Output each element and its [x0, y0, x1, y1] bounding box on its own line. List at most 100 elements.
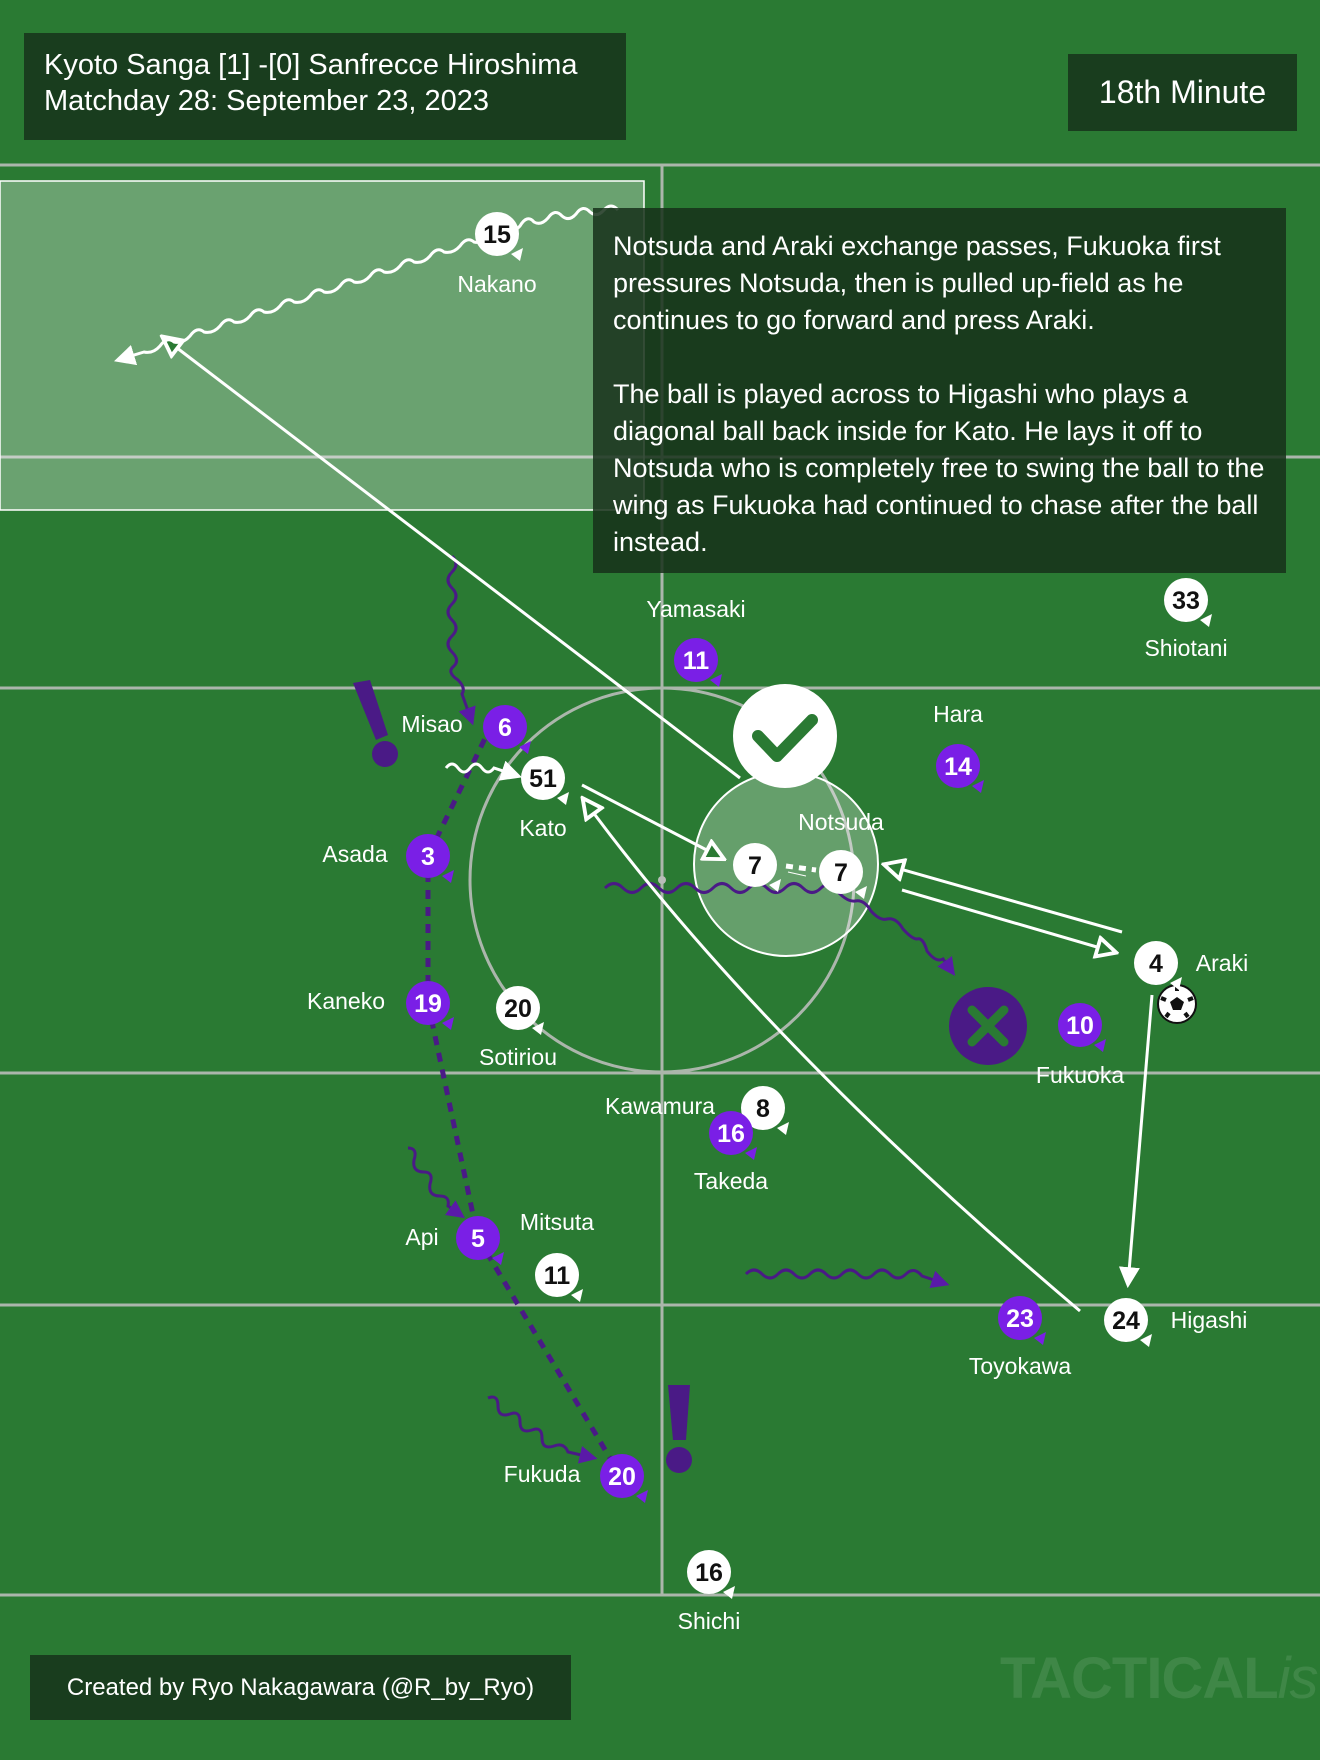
direction-pointer [777, 1122, 789, 1135]
player-marker [475, 212, 519, 256]
player-number: 24 [1112, 1307, 1140, 1335]
player-name: Hara [933, 701, 983, 727]
run-toyokawa [744, 1268, 950, 1288]
white-player-higashi: 24 Higashi [1104, 1298, 1247, 1347]
white-player-araki: 4 Araki [1134, 941, 1248, 990]
player-marker [1164, 578, 1208, 622]
run-fukuoka [603, 882, 956, 976]
check-circle-icon [733, 684, 837, 788]
player-marker [406, 834, 450, 878]
player-marker [1104, 1298, 1148, 1342]
player-number: 10 [1066, 1012, 1094, 1040]
player-marker [483, 705, 527, 749]
direction-pointer [1200, 614, 1212, 627]
player-name: Yamasaki [646, 596, 745, 622]
match-line: Kyoto Sanga [1] -[0] Sanfrecce Hiroshima [44, 49, 578, 81]
player-number: 11 [683, 647, 710, 675]
player-marker [496, 986, 540, 1030]
player-name: Kato [519, 815, 566, 841]
player-name: Fukuoka [1036, 1062, 1124, 1088]
run-api [407, 1146, 465, 1219]
player-marker [998, 1296, 1042, 1340]
player-number: 7 [834, 859, 848, 887]
purple-player-hara: 14 Hara [933, 701, 984, 793]
player-number: 16 [717, 1120, 745, 1148]
run-nakano [113, 204, 620, 366]
player-name: Fukuda [504, 1461, 581, 1487]
player-name: Kawamura [605, 1093, 715, 1119]
watermark-logo: TACTICALista [1000, 1645, 1320, 1712]
watermark-main: TACTICAL [1000, 1646, 1279, 1711]
exclamation-icon [666, 1385, 692, 1473]
player-name: Araki [1196, 950, 1248, 976]
player-number: 15 [483, 221, 511, 249]
direction-pointer [855, 886, 867, 899]
player-marker [1058, 1003, 1102, 1047]
player-number: 4 [1149, 950, 1163, 978]
description-box: Notsuda and Araki exchange passes, Fukuo… [593, 208, 1286, 573]
player-marker [687, 1550, 731, 1594]
player-number: 8 [756, 1095, 770, 1123]
direction-pointer [636, 1490, 648, 1503]
direction-pointer [745, 1147, 757, 1160]
minute-badge: 18th Minute [1068, 54, 1297, 131]
purple-marking-lines [425, 722, 625, 1480]
player-name: Kaneko [307, 988, 385, 1014]
player-number: 11 [544, 1262, 571, 1290]
direction-pointer [532, 1022, 544, 1035]
center-spot [658, 876, 666, 884]
description-paragraph-1: Notsuda and Araki exchange passes, Fukuo… [613, 231, 1221, 335]
direction-pointer [557, 792, 569, 805]
player-name: Misao [401, 711, 462, 737]
white-player-notsuda: 7 Notsuda [733, 809, 884, 892]
player-number: 5 [471, 1225, 485, 1253]
player-number: 3 [421, 843, 435, 871]
player-name: Mitsuta [520, 1209, 594, 1235]
player-marker [936, 744, 980, 788]
player-number: 6 [498, 714, 512, 742]
player-number: 7 [748, 852, 762, 880]
pass-lines [164, 338, 1154, 1313]
direction-pointer [442, 1017, 454, 1030]
direction-pointer [1034, 1332, 1046, 1345]
player-name: Higashi [1171, 1307, 1248, 1333]
minute-label: 18th Minute [1098, 74, 1267, 110]
direction-pointer [511, 248, 523, 261]
player-marker [741, 1086, 785, 1130]
white-player-kawamura: 8 Kawamura [605, 1086, 789, 1135]
player-number: 20 [504, 995, 532, 1023]
credit-box: Created by Ryo Nakagawara (@R_by_Ryo) [30, 1655, 571, 1720]
direction-pointer [769, 879, 781, 892]
player-marker [733, 843, 777, 887]
direction-pointer [1140, 1334, 1152, 1347]
watermark-italic: ista [1277, 1646, 1320, 1711]
player-number: 23 [1006, 1305, 1034, 1333]
purple-runs [407, 554, 956, 1464]
player-number: 14 [944, 753, 972, 781]
player-marker [709, 1111, 753, 1155]
direction-pointer [571, 1289, 583, 1302]
player-marker [535, 1253, 579, 1297]
direction-pointer [723, 1586, 735, 1599]
purple-player-yamasaki: 11 Yamasaki [646, 596, 746, 687]
player-name: Notsuda [798, 809, 884, 835]
player-number: 20 [608, 1463, 636, 1491]
exclamation-icon [353, 680, 398, 767]
white-player-mitsuta: 11 Mitsuta [520, 1209, 594, 1302]
player-number: 19 [414, 990, 442, 1018]
match-title-box: Kyoto Sanga [1] -[0] Sanfrecce Hiroshima… [24, 33, 626, 140]
player-marker [819, 850, 863, 894]
direction-pointer [1170, 977, 1182, 990]
purple-player-kaneko: 19 Kaneko [307, 981, 454, 1030]
football-icon [1157, 984, 1197, 1024]
direction-pointer [492, 1252, 504, 1265]
player-name: Toyokawa [969, 1353, 1071, 1379]
